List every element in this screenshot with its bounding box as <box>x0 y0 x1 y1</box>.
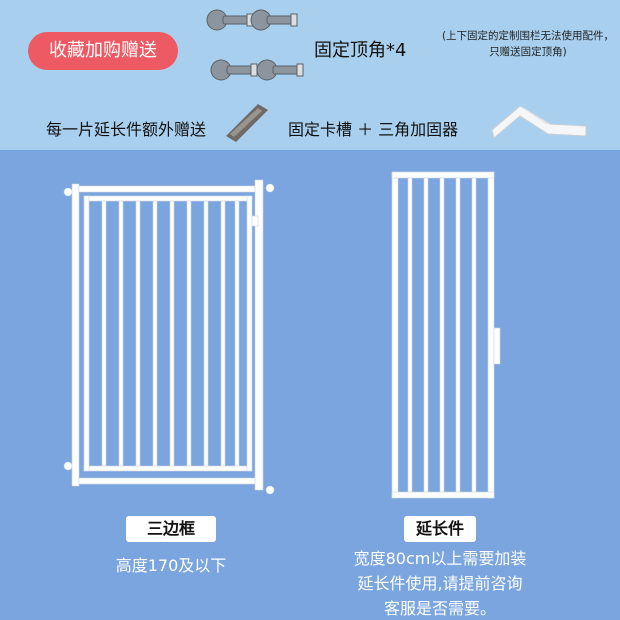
three-side-frame-gate <box>63 179 275 495</box>
extension-piece <box>391 171 501 499</box>
screw-icons <box>206 9 304 81</box>
accessories-section <box>0 0 620 150</box>
triangle-reinforcer-icon <box>491 105 587 139</box>
three-side-frame-label: 三边框 <box>126 516 216 542</box>
extension-gift-label: 每一片延长件额外赠送 <box>46 120 207 139</box>
extension-piece-label: 延长件 <box>404 516 476 542</box>
gift-badge: 收藏加购赠送 <box>28 32 178 70</box>
fixing-parts-label: 固定卡槽 ＋ 三角加固器 <box>288 120 459 139</box>
fixing-corner-label: 固定顶角*4 <box>314 40 407 61</box>
slot-clip-icon <box>226 104 268 142</box>
height-note: 高度170及以下 <box>115 556 227 575</box>
width-note: 宽度80cm以上需要加装延长件使用,请提前咨询客服是否需要。 <box>353 549 527 618</box>
fixing-corner-note: (上下固定的定制围栏无法使用配件，只赠送固定顶角) <box>441 30 615 58</box>
